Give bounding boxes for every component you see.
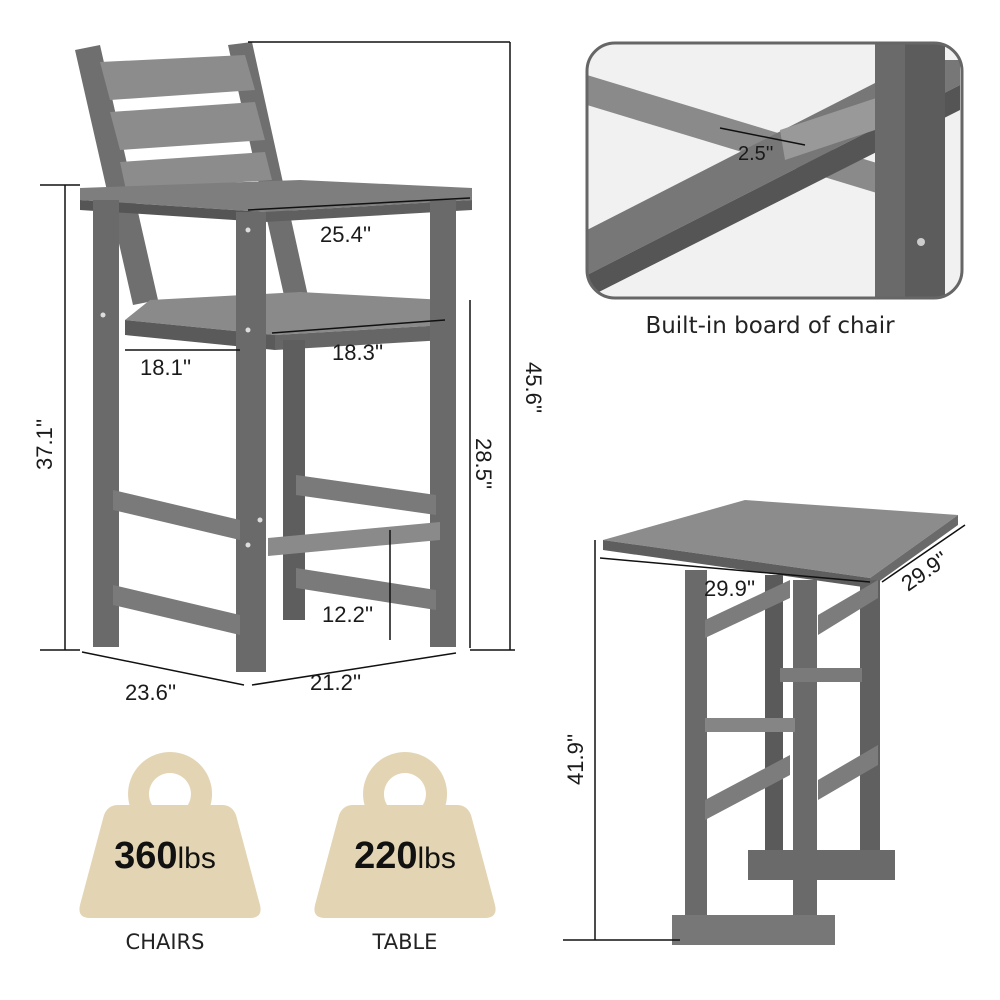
chair-armrest-width-label: 25.4'' xyxy=(320,222,371,247)
chair-weight-unit: lbs xyxy=(178,842,216,875)
chair-armrest-height-label: 37.1'' xyxy=(32,419,57,470)
svg-text:220lbs: 220lbs xyxy=(354,835,456,877)
svg-text:360lbs: 360lbs xyxy=(114,835,216,877)
chair-weight-number: 360 xyxy=(114,835,177,877)
board-width-label: 2.5'' xyxy=(738,143,773,165)
chair-total-height-label: 45.6'' xyxy=(521,362,546,413)
chair-seat-width-label: 18.3'' xyxy=(332,340,383,365)
table-weight-unit: lbs xyxy=(418,842,456,875)
chair-weight-icon: 360lbs xyxy=(79,752,261,918)
board-detail-inset xyxy=(585,41,964,300)
table-weight-icon: 220lbs xyxy=(314,752,496,918)
chair-dimension-lines xyxy=(40,41,515,686)
table-top-width-label: 29.9'' xyxy=(704,576,755,601)
chair-footrest-height-label: 12.2'' xyxy=(322,602,373,627)
detail-caption: Built-in board of chair xyxy=(645,313,895,339)
table-height-label: 41.9'' xyxy=(563,734,588,785)
chair-weight-label: CHAIRS xyxy=(125,930,205,954)
chair-base-width-label: 21.2'' xyxy=(310,670,361,695)
table-weight-label: TABLE xyxy=(372,930,438,954)
table-weight-number: 220 xyxy=(354,835,417,877)
chair-base-depth-label: 23.6'' xyxy=(125,680,176,705)
table-dimension-lines xyxy=(563,524,966,941)
bar-table-illustration xyxy=(603,500,958,945)
chair-seat-depth-label: 18.1'' xyxy=(140,355,191,380)
bar-chair-illustration xyxy=(75,42,472,672)
chair-seat-height-label: 28.5'' xyxy=(471,438,496,489)
